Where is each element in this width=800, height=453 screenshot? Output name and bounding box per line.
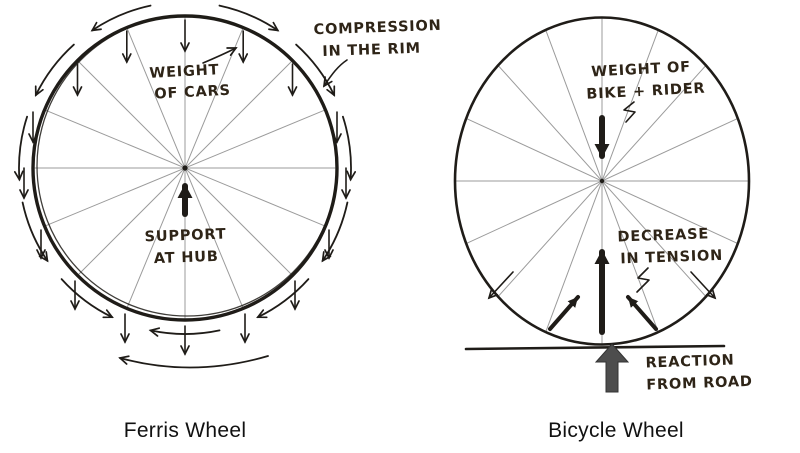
weight-of-cars-label-line1: WEIGHT <box>149 62 220 82</box>
ferris-wheel-caption: Ferris Wheel <box>124 419 247 442</box>
decrease-tension-label-line2: IN TENSION <box>620 248 723 268</box>
weight-label-leader-arrow <box>202 47 238 64</box>
bicycle-wheel-caption: Bicycle Wheel <box>548 419 684 442</box>
compression-label-line2: IN THE RIM <box>322 41 421 60</box>
weight-of-cars-arrows <box>19 19 351 356</box>
support-at-hub-label-line1: SUPPORT <box>144 227 226 246</box>
tension-squiggle <box>636 267 650 293</box>
weight-of-cars-label-line2: OF CARS <box>154 83 231 103</box>
tension-right-rim-arrow <box>690 271 717 300</box>
ferris-wheel-figure: WEIGHT OF CARS COMPRESSION IN THE RIM SU… <box>13 4 442 369</box>
compression-arrows <box>13 4 357 369</box>
ferris-rim-inner-stroke <box>36 15 338 317</box>
decrease-tension-label-line1: DECREASE <box>617 226 709 245</box>
tension-right-slant-arrow <box>626 295 658 331</box>
bicycle-hub-dot <box>599 178 605 184</box>
bike-weight-label-line2: BIKE + RIDER <box>586 81 706 103</box>
reaction-label-line1: REACTION <box>645 352 735 371</box>
bike-weight-squiggle <box>623 101 636 123</box>
bicycle-rim <box>453 16 751 346</box>
compression-label-leader-arrow <box>322 59 348 88</box>
tension-left-slant-arrow <box>548 295 580 331</box>
bicycle-wheel-figure: WEIGHT OF BIKE + RIDER DECREASE IN TENSI… <box>453 16 753 394</box>
tension-left-rim-arrow <box>487 271 514 300</box>
compression-label-line1: COMPRESSION <box>313 18 441 38</box>
ground-line <box>464 344 726 351</box>
bike-weight-label-line1: WEIGHT OF <box>591 59 691 80</box>
reaction-label-line2: FROM ROAD <box>646 374 753 394</box>
ferris-hub-dot <box>182 165 188 171</box>
reaction-from-road-arrow <box>594 343 630 393</box>
support-at-hub-label-line2: AT HUB <box>154 249 219 267</box>
